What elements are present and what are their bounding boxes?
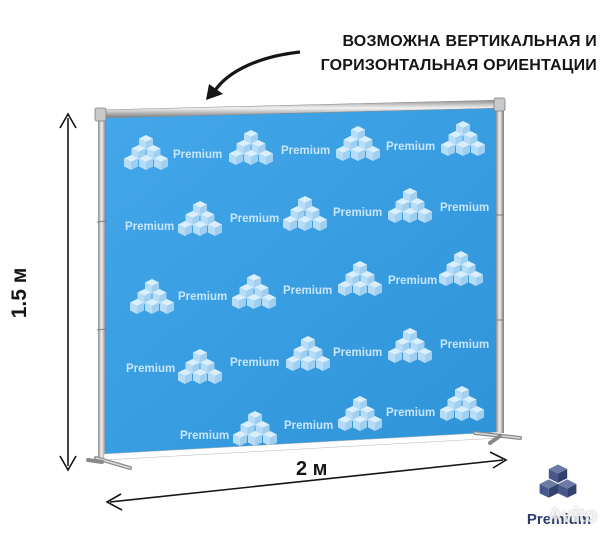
orientation-arrowhead [206, 84, 223, 100]
banner-logo-text: Premium [333, 347, 383, 359]
banner-logo-text: Premium [386, 141, 436, 153]
caption-line-2: ГОРИЗОНТАЛЬНАЯ ОРИЕНТАЦИИ [320, 57, 597, 74]
banner-logo-text: Premium [281, 145, 331, 157]
banner-logo-text: Premium [284, 420, 334, 432]
banner-logo-text: Premium [126, 363, 176, 375]
banner-logo-text: Premium [440, 339, 490, 351]
banner-logo-text: Premium [283, 285, 333, 297]
orientation-arrow [212, 50, 301, 93]
banner-logo-text: Premium [386, 407, 436, 419]
width-dimension-line [109, 459, 504, 503]
banner-logo-text: Premium [125, 221, 175, 233]
banner-logo-text: Premium [230, 357, 280, 369]
banner-logo-text: Premium [173, 149, 223, 161]
caption-line-1: ВОЗМОЖНА ВЕРТИКАЛЬНАЯ И [342, 33, 597, 50]
banner-logo-text: Premium [180, 430, 230, 442]
brand-logo: Premium [514, 462, 604, 532]
height-label: 1.5 м [8, 267, 31, 319]
banner-logo-text: Premium [388, 275, 438, 287]
brand-name: Premium [526, 511, 592, 528]
brand-cube-icon [539, 464, 577, 498]
banner-logo-text: Premium [230, 213, 280, 225]
banner-logo-text: Premium [440, 202, 490, 214]
frame [86, 97, 522, 470]
orientation-caption: ВОЗМОЖНА ВЕРТИКАЛЬНАЯ И ГОРИЗОНТАЛЬНАЯ О… [321, 30, 597, 78]
width-label: 2 м [296, 458, 328, 480]
avito-watermark: Avito [548, 505, 598, 527]
banner-logo-text: Premium [178, 291, 228, 303]
banner-logo-text: Premium [333, 207, 383, 219]
